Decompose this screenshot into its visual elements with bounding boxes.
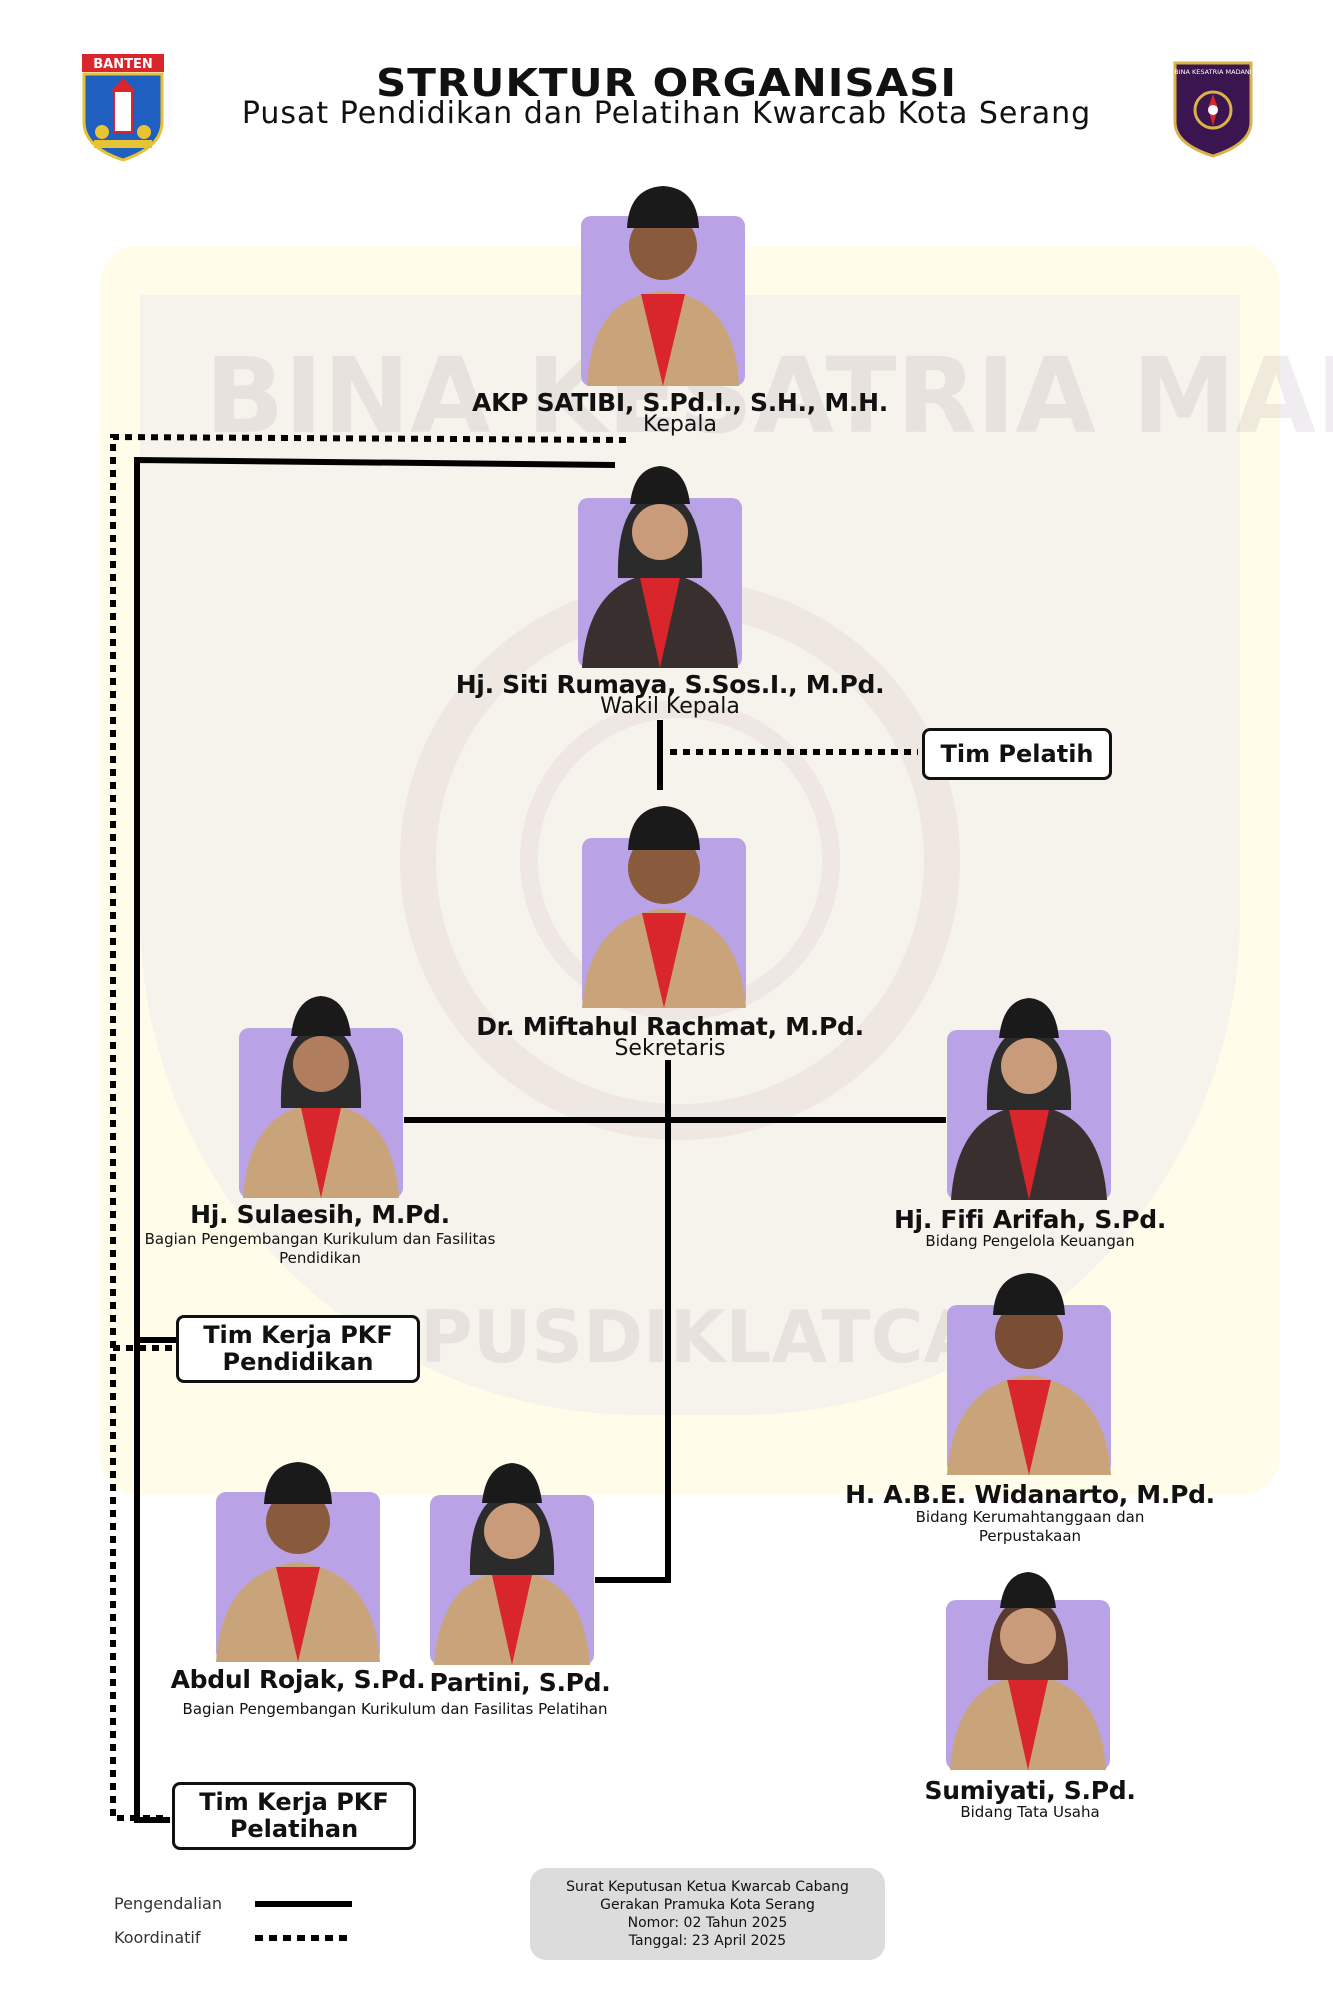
- role-sulaesih: Bagian Pengembangan Kurikulum dan Fasili…: [144, 1230, 496, 1267]
- sk-line-1: Surat Keputusan Ketua Kwarcab Cabang: [566, 1879, 849, 1895]
- page-title: STRUKTUR ORGANISASI: [375, 59, 958, 106]
- box-pkf-pendidikan: Tim Kerja PKF Pendidikan: [176, 1315, 420, 1383]
- page-subtitle: Pusat Pendidikan dan Pelatihan Kwarcab K…: [241, 96, 1092, 131]
- person-avatar-icon: [434, 1463, 590, 1665]
- photo-kepala: [581, 186, 745, 386]
- photo-partini: [430, 1463, 594, 1665]
- photo-wakil-kepala: [578, 466, 742, 668]
- role-widanarto: Bidang Kerumahtanggaan dan Perpustakaan: [915, 1508, 1145, 1545]
- role-sumiyati: Bidang Tata Usaha: [960, 1803, 1100, 1821]
- name-wakil-kepala: Hj. Siti Rumaya, S.Sos.I., M.Pd.: [455, 670, 885, 699]
- watermark-top-text: BINA KESATRIA MADANI: [205, 335, 1333, 457]
- photo-fifi: [947, 998, 1111, 1200]
- name-fifi: Hj. Fifi Arifah, S.Pd.: [893, 1205, 1167, 1234]
- person-avatar-icon: [951, 998, 1107, 1200]
- role-kepala: Kepala: [643, 412, 717, 437]
- photo-abdul-rojak: [216, 1462, 380, 1662]
- banten-logo: BANTEN: [80, 52, 166, 162]
- box-tim-pelatih: Tim Pelatih: [922, 728, 1112, 780]
- person-avatar-icon: [243, 996, 399, 1198]
- name-sumiyati: Sumiyati, S.Pd.: [924, 1776, 1136, 1805]
- sk-line-4: Tanggal: 23 April 2025: [628, 1933, 787, 1949]
- role-pelatihan: Bagian Pengembangan Kurikulum dan Fasili…: [182, 1700, 608, 1718]
- legend-solid-label: Pengendalian: [114, 1894, 222, 1913]
- person-avatar-icon: [950, 1572, 1106, 1770]
- name-kepala: AKP SATIBI, S.Pd.I., S.H., M.H.: [472, 388, 888, 417]
- solid-line-sekretaris-to-pelatihan: [595, 1060, 671, 1583]
- person-avatar-icon: [216, 1462, 380, 1662]
- name-sekretaris: Dr. Miftahul Rachmat, M.Pd.: [476, 1012, 864, 1041]
- solid-line-kepala-to-pelatihan: [134, 456, 616, 1823]
- person-avatar-icon: [947, 1273, 1111, 1475]
- photo-widanarto: [947, 1273, 1111, 1475]
- role-sekretaris: Sekretaris: [614, 1036, 726, 1061]
- person-avatar-icon: [587, 186, 739, 386]
- sk-line-3: Nomor: 02 Tahun 2025: [627, 1915, 788, 1931]
- person-avatar-icon: [582, 466, 738, 668]
- sk-line-2: Gerakan Pramuka Kota Serang: [600, 1897, 815, 1913]
- photo-sekretaris: [582, 806, 746, 1008]
- photo-sulaesih: [239, 996, 403, 1198]
- photo-sumiyati: [946, 1572, 1110, 1770]
- name-widanarto: H. A.B.E. Widanarto, M.Pd.: [845, 1480, 1215, 1509]
- bina-kesatria-madani-logo: BINA KESATRIA MADANI: [1172, 60, 1254, 158]
- watermark-bottom-text: PUSDIKLATCAB: [420, 1295, 1035, 1379]
- box-pkf-pelatihan: Tim Kerja PKF Pelatihan: [172, 1782, 416, 1850]
- legend-dotted-label: Koordinatif: [114, 1928, 201, 1947]
- sk-decree-box: Surat Keputusan Ketua Kwarcab Cabang Ger…: [530, 1868, 885, 1960]
- name-abdul-rojak: Abdul Rojak, S.Pd.: [170, 1665, 426, 1694]
- bina-logo-text: BINA KESATRIA MADANI: [1174, 68, 1251, 76]
- person-avatar-icon: [582, 806, 746, 1008]
- name-partini: Partini, S.Pd.: [429, 1668, 611, 1697]
- banten-logo-text: BANTEN: [93, 57, 152, 72]
- name-sulaesih: Hj. Sulaesih, M.Pd.: [190, 1200, 450, 1229]
- role-fifi: Bidang Pengelola Keuangan: [925, 1232, 1135, 1250]
- role-wakil-kepala: Wakil Kepala: [600, 694, 740, 719]
